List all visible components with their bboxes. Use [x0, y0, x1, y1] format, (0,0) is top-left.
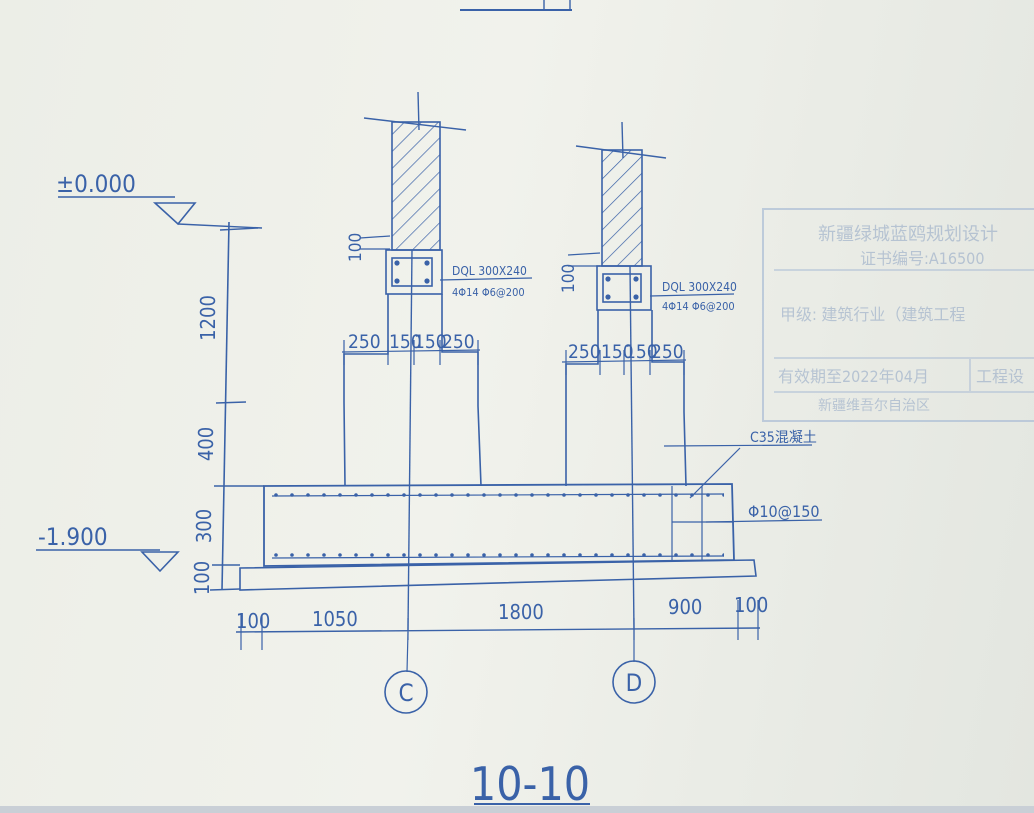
right-beam-rebar: 4Φ14 Φ6@200: [662, 300, 735, 313]
right-ring-beam: [596, 265, 652, 311]
rebar-leader-line: [705, 519, 823, 523]
vdim-300: 300: [192, 509, 216, 543]
concrete-leader: [689, 447, 741, 499]
axis-d-line: [629, 265, 635, 631]
left-beam-dim-tick: [359, 235, 391, 239]
elevation-bottom-marker: [140, 551, 180, 573]
raft-bottom-bar: [271, 555, 725, 559]
left-step-dim-2: 150: [389, 331, 422, 353]
raft-top-bar: [271, 493, 725, 497]
bottom-dimension-line: [235, 627, 761, 633]
right-stepped-footing: [565, 310, 687, 487]
right-beam-rebars: [605, 276, 639, 300]
vdim-400: 400: [194, 427, 218, 461]
left-step-dim-1: 250: [348, 331, 381, 353]
elevation-top-extension: [177, 223, 263, 229]
vertical-dimension-ticks: [209, 227, 264, 591]
right-step-dim-2: 150: [601, 341, 634, 363]
stamp-line-2: 证书编号:A16500: [860, 249, 984, 268]
bottom-dim-100-right: 100: [734, 593, 768, 617]
right-step-dim-ticks: [565, 350, 685, 375]
elevation-top-label: ±0.000: [56, 170, 136, 198]
bottom-dim-100-left: 100: [236, 609, 270, 633]
vertical-dimension-line: [221, 221, 230, 591]
raft-bottom-rebars: [272, 553, 724, 563]
section-title: 10-10: [470, 757, 590, 811]
vdim-100: 100: [190, 561, 214, 595]
concrete-leader-line: [663, 444, 813, 447]
right-wall-break-line: [575, 145, 667, 159]
left-stepped-footing: [343, 294, 482, 487]
axis-c-bubble: [384, 670, 428, 714]
bottom-dim-1800: 1800: [498, 600, 544, 624]
right-step-dim-1: 250: [568, 341, 601, 363]
stamp-line-5: 工程设: [976, 367, 1024, 386]
left-wall-break-line: [363, 117, 467, 131]
right-beam-leader: [649, 293, 735, 297]
left-beam-name: DQL 300X240: [452, 264, 527, 278]
left-beam-leader: [439, 277, 533, 281]
right-wall-break-tick: [621, 121, 624, 159]
left-brick-wall: [391, 121, 441, 251]
right-beam-name: DQL 300X240: [662, 280, 737, 294]
elevation-bottom-label: -1.900: [38, 523, 108, 551]
stamp-line-3: 甲级: 建筑行业（建筑工程: [780, 305, 965, 324]
vdim-1200: 1200: [196, 295, 220, 341]
left-beam-rebar: 4Φ14 Φ6@200: [452, 286, 525, 299]
stamp-line-6: 新疆维吾尔自治区: [818, 398, 930, 414]
left-beam-rebars: [394, 260, 430, 284]
bottom-dim-1050: 1050: [312, 607, 358, 631]
left-step-dim-ticks: [343, 340, 479, 365]
right-beam-dim-tick: [567, 252, 601, 256]
left-step-dim-3: 150: [414, 331, 447, 353]
concrete-label: C35混凝土: [750, 430, 817, 446]
right-beam-stirrup: [602, 273, 642, 303]
left-beam-top-dim: 100: [346, 233, 366, 262]
axis-c-label: C: [398, 679, 413, 707]
bottom-edge: [0, 806, 1034, 813]
right-beam-top-dim: 100: [559, 264, 579, 293]
rebar-label: Φ10@150: [748, 502, 820, 521]
right-step-dim-3: 150: [625, 341, 658, 363]
approval-stamp-frame: [762, 208, 1034, 422]
approval-stamp: 新疆绿城蓝鸥规划设计 证书编号:A16500 甲级: 建筑行业（建筑工程 有效期…: [774, 224, 1034, 414]
axis-d-label: D: [626, 669, 643, 697]
stamp-line-4: 有效期至2022年04月: [778, 367, 929, 386]
stamp-line-1: 新疆绿城蓝鸥规划设计: [818, 224, 998, 245]
right-brick-wall: [601, 149, 643, 267]
left-wall-break-tick: [417, 91, 420, 131]
elevation-top-marker: [152, 202, 197, 226]
axis-c-leader: [406, 631, 409, 673]
axis-c-line: [407, 249, 413, 631]
axis-d-bubble: [612, 660, 656, 704]
right-step-dim-4: 250: [651, 341, 684, 363]
left-ring-beam: [385, 249, 443, 295]
raft-top-rebars: [272, 491, 724, 501]
bottom-dim-900: 900: [668, 595, 702, 619]
left-step-dim-4: 250: [442, 331, 475, 353]
blinding-layer: [239, 559, 757, 591]
